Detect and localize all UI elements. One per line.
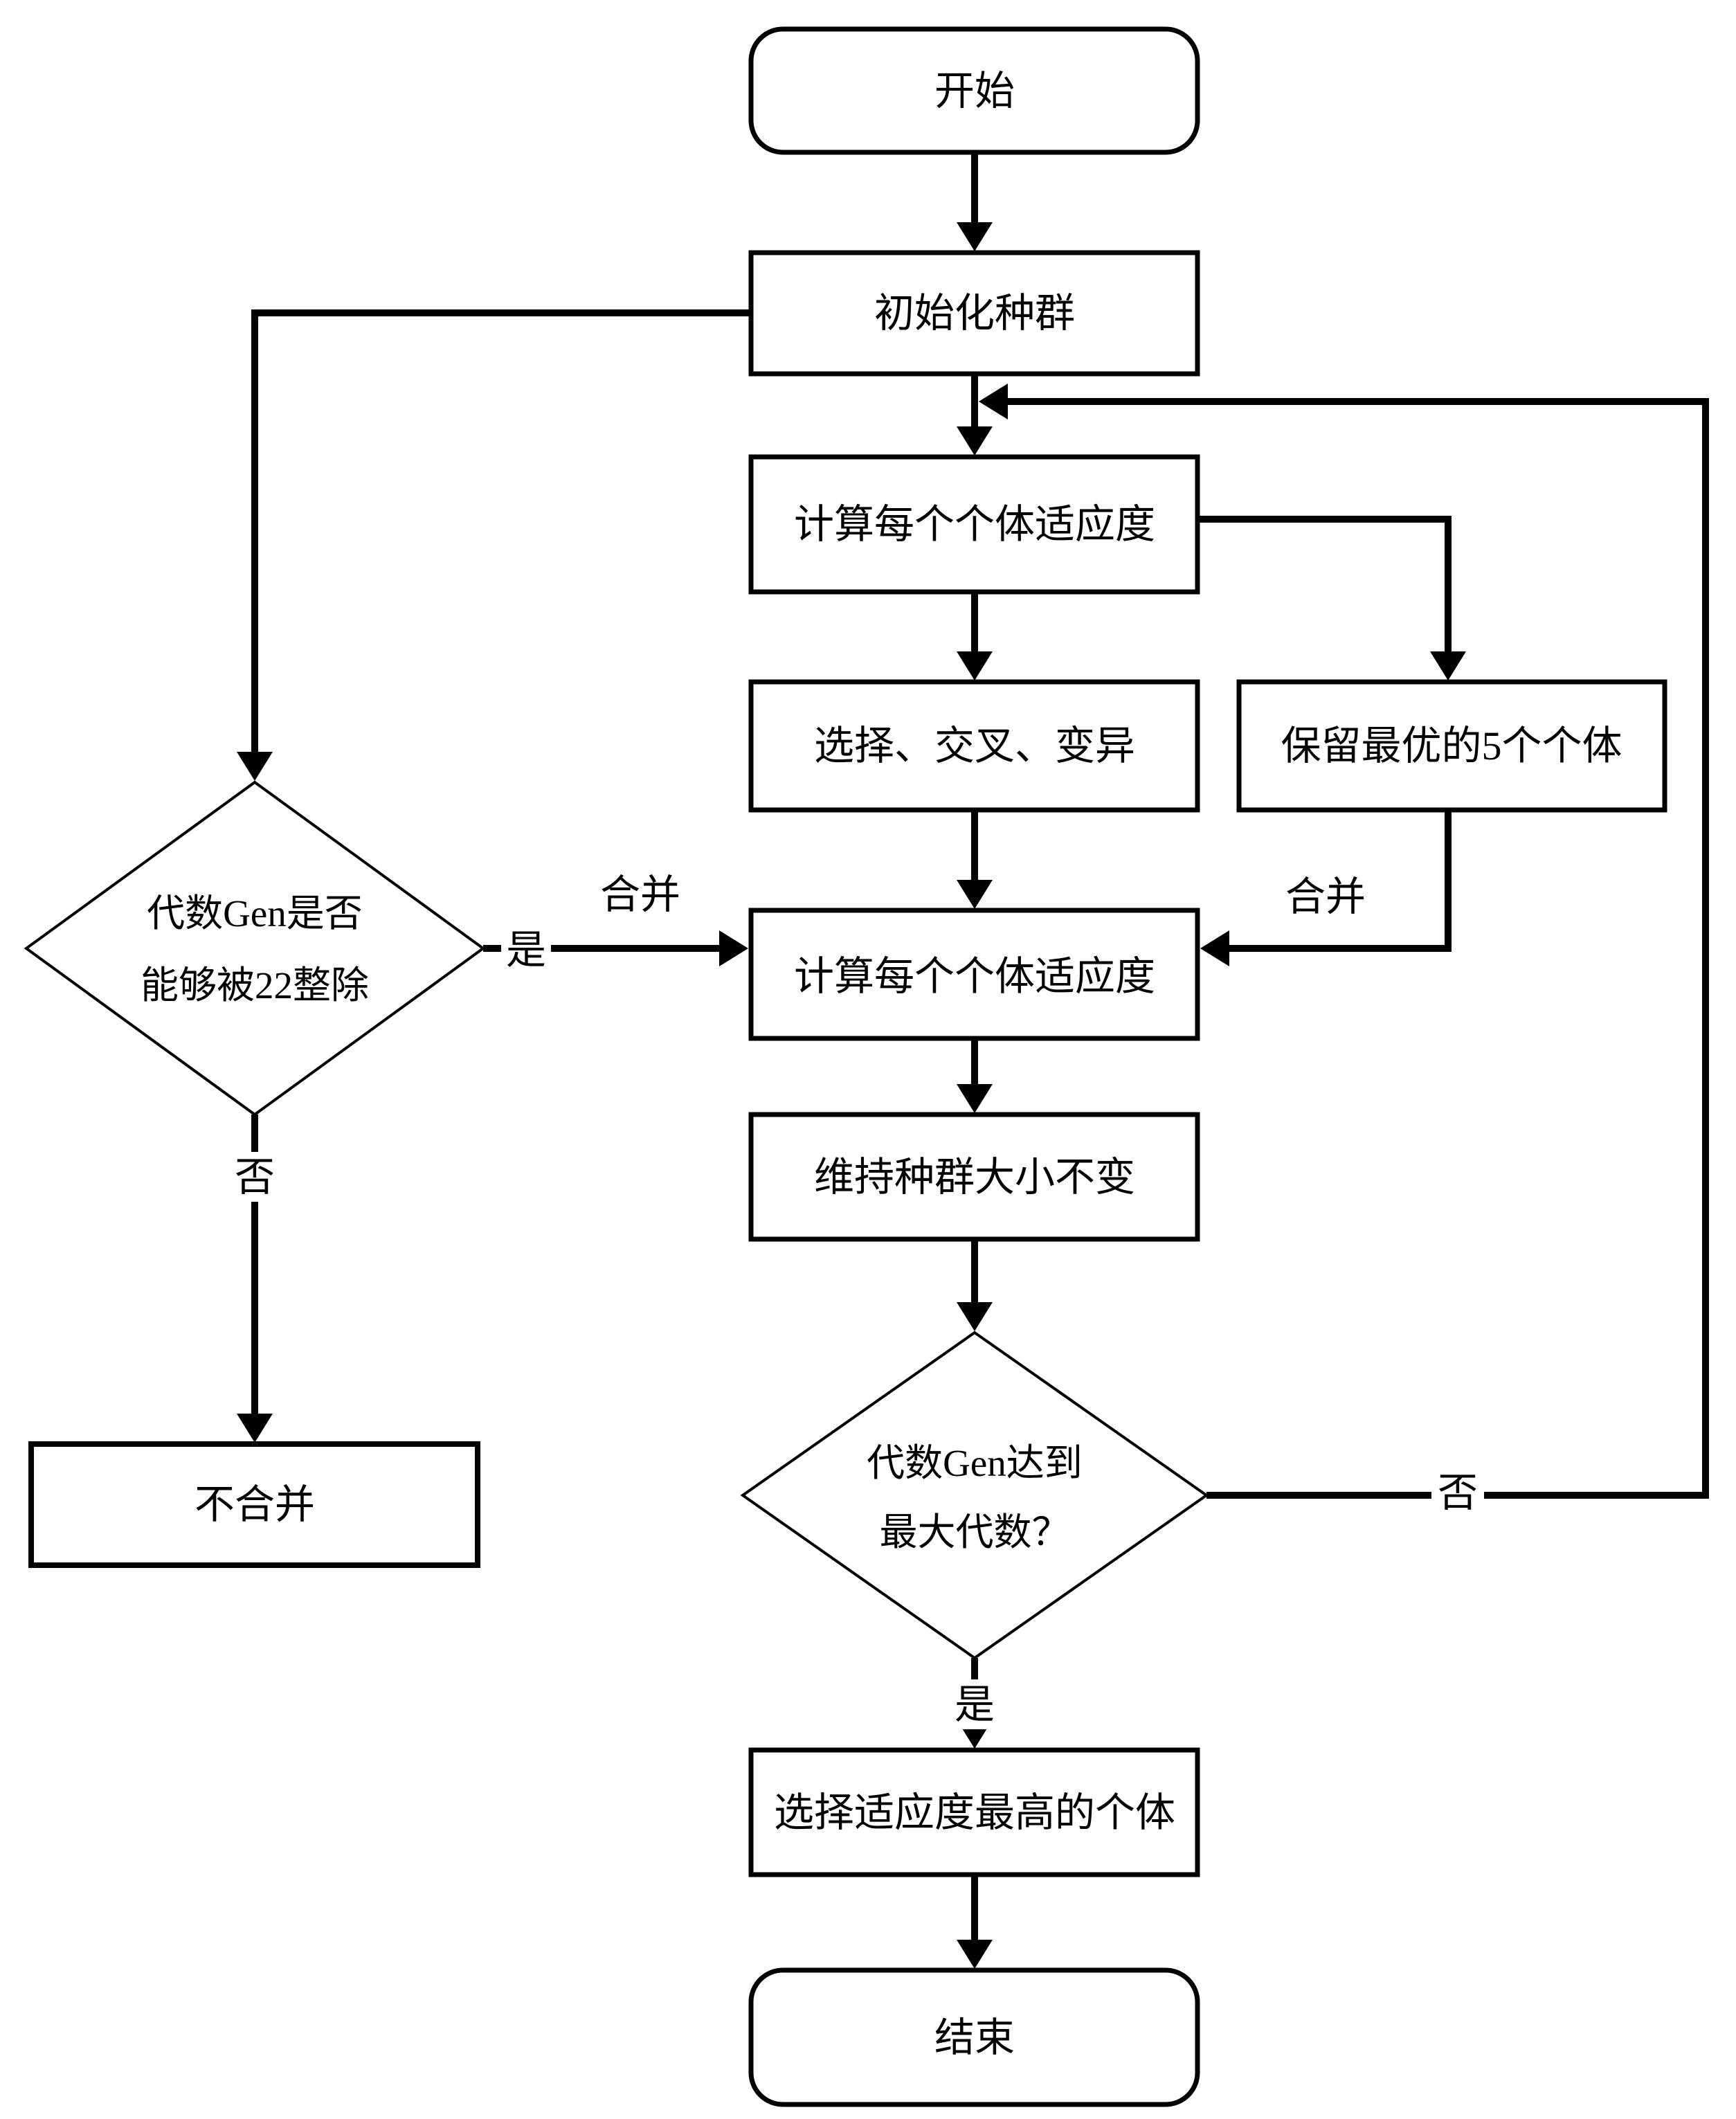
edge-label-yes-left: 是 <box>501 925 551 975</box>
no-merge-process-shape <box>28 1441 480 1568</box>
node-div22-decision: 代数Gen是否 能够被22整除 <box>24 780 486 1117</box>
arrowhead-left-icon <box>979 384 1008 420</box>
maintain-process-shape <box>748 1112 1200 1242</box>
no-left-label-mask <box>230 1152 280 1202</box>
node-select-cross-mutate: 选择、交叉、变异 <box>748 679 1200 813</box>
fitness1-label: 计算每个个体适应度 <box>794 502 1155 547</box>
edge-line <box>1227 810 1452 952</box>
edge-label-merge-right: 合并 <box>1285 874 1366 919</box>
node-keep-best5: 保留最优的5个个体 <box>1236 679 1667 813</box>
arrowhead-down-icon <box>957 1940 993 1969</box>
edge-fitness2-to-maintain <box>957 1038 993 1113</box>
arrowhead-down-icon <box>957 426 993 456</box>
maintain-label: 维持种群大小不变 <box>814 1155 1135 1200</box>
edge-start-to-init <box>957 152 993 251</box>
edge-select-best-to-end <box>957 1875 993 1969</box>
keep-best5-process-shape <box>1236 679 1667 813</box>
init-process-shape <box>748 250 1200 377</box>
edge-label-merge-left: 合并 <box>600 872 680 917</box>
gen-max-label-line2: 最大代数？ <box>879 1511 1069 1553</box>
edge-keep-best5-to-fitness2 <box>1200 810 1452 966</box>
arrowhead-down-icon <box>957 222 993 251</box>
yes-left-label-mask <box>501 925 551 975</box>
arrowhead-left-icon <box>1200 930 1229 966</box>
yes-bottom-label-mask <box>950 1679 1000 1729</box>
end-label: 结束 <box>934 2015 1015 2060</box>
no-left-label: 否 <box>235 1155 275 1200</box>
no-merge-label: 不合并 <box>195 1482 315 1527</box>
div22-diamond-shape <box>24 780 486 1117</box>
node-fitness2: 计算每个个体适应度 <box>748 908 1200 1041</box>
arrowhead-down-icon <box>237 1414 273 1443</box>
edge-select-cross-mutate-to-fitness2 <box>957 810 993 909</box>
node-fitness1: 计算每个个体适应度 <box>748 454 1200 595</box>
arrowhead-down-icon <box>957 1084 993 1113</box>
start-label: 开始 <box>934 69 1015 114</box>
arrowhead-down-icon <box>957 651 993 680</box>
yes-bottom-label: 是 <box>955 1682 995 1727</box>
arrowhead-down-icon <box>957 880 993 909</box>
fitness2-process-shape <box>748 908 1200 1041</box>
arrowhead-down-icon <box>957 1302 993 1331</box>
fitness2-label: 计算每个个体适应度 <box>794 954 1155 999</box>
node-gen-max-decision: 代数Gen达到 最大代数？ <box>740 1331 1209 1660</box>
edge-fitness1-to-select-cross-mutate <box>957 592 993 680</box>
edge-label-no-left: 否 <box>230 1152 280 1202</box>
select-cross-mutate-label: 选择、交叉、变异 <box>814 723 1135 768</box>
no-right-label: 否 <box>1438 1470 1478 1515</box>
node-init-population: 初始化种群 <box>748 250 1200 377</box>
arrowhead-down-icon <box>1430 651 1466 680</box>
fitness1-process-shape <box>748 454 1200 595</box>
start-terminator-shape <box>748 26 1200 155</box>
edge-fitness1-to-keep-best5 <box>1197 516 1466 680</box>
no-right-label-mask <box>1431 1466 1484 1522</box>
gen-max-diamond-shape <box>740 1331 1209 1660</box>
edge-line <box>251 309 751 755</box>
edge-label-yes-bottom: 是 <box>950 1679 1000 1729</box>
select-best-process-shape <box>748 1747 1200 1877</box>
div22-label-line2: 能够被22整除 <box>141 964 369 1007</box>
node-select-best: 选择适应度最高的个体 <box>748 1747 1200 1877</box>
end-terminator-shape <box>748 1967 1200 2107</box>
yes-left-label: 是 <box>506 928 546 973</box>
arrowhead-down-icon <box>237 752 273 781</box>
edge-init-to-div22 <box>237 309 751 781</box>
arrowhead-right-icon <box>719 930 748 966</box>
edge-init-to-fitness1 <box>957 374 993 456</box>
div22-label-line1: 代数Gen是否 <box>147 892 363 935</box>
edge-maintain-to-gen-max <box>957 1239 993 1331</box>
edge-label-no-right: 否 <box>1431 1466 1484 1522</box>
node-no-merge: 不合并 <box>28 1441 480 1568</box>
select-cross-mutate-process-shape <box>748 679 1200 813</box>
merge-left-label: 合并 <box>600 872 680 917</box>
gen-max-label-line1: 代数Gen达到 <box>867 1442 1083 1484</box>
select-best-label: 选择适应度最高的个体 <box>774 1790 1175 1835</box>
merge-right-label: 合并 <box>1285 874 1366 919</box>
node-maintain-population: 维持种群大小不变 <box>748 1112 1200 1242</box>
keep-best5-label: 保留最优的5个个体 <box>1281 723 1622 768</box>
init-label: 初始化种群 <box>874 291 1075 336</box>
node-end: 结束 <box>748 1967 1200 2107</box>
node-start: 开始 <box>748 26 1200 155</box>
edge-line <box>1197 516 1452 654</box>
